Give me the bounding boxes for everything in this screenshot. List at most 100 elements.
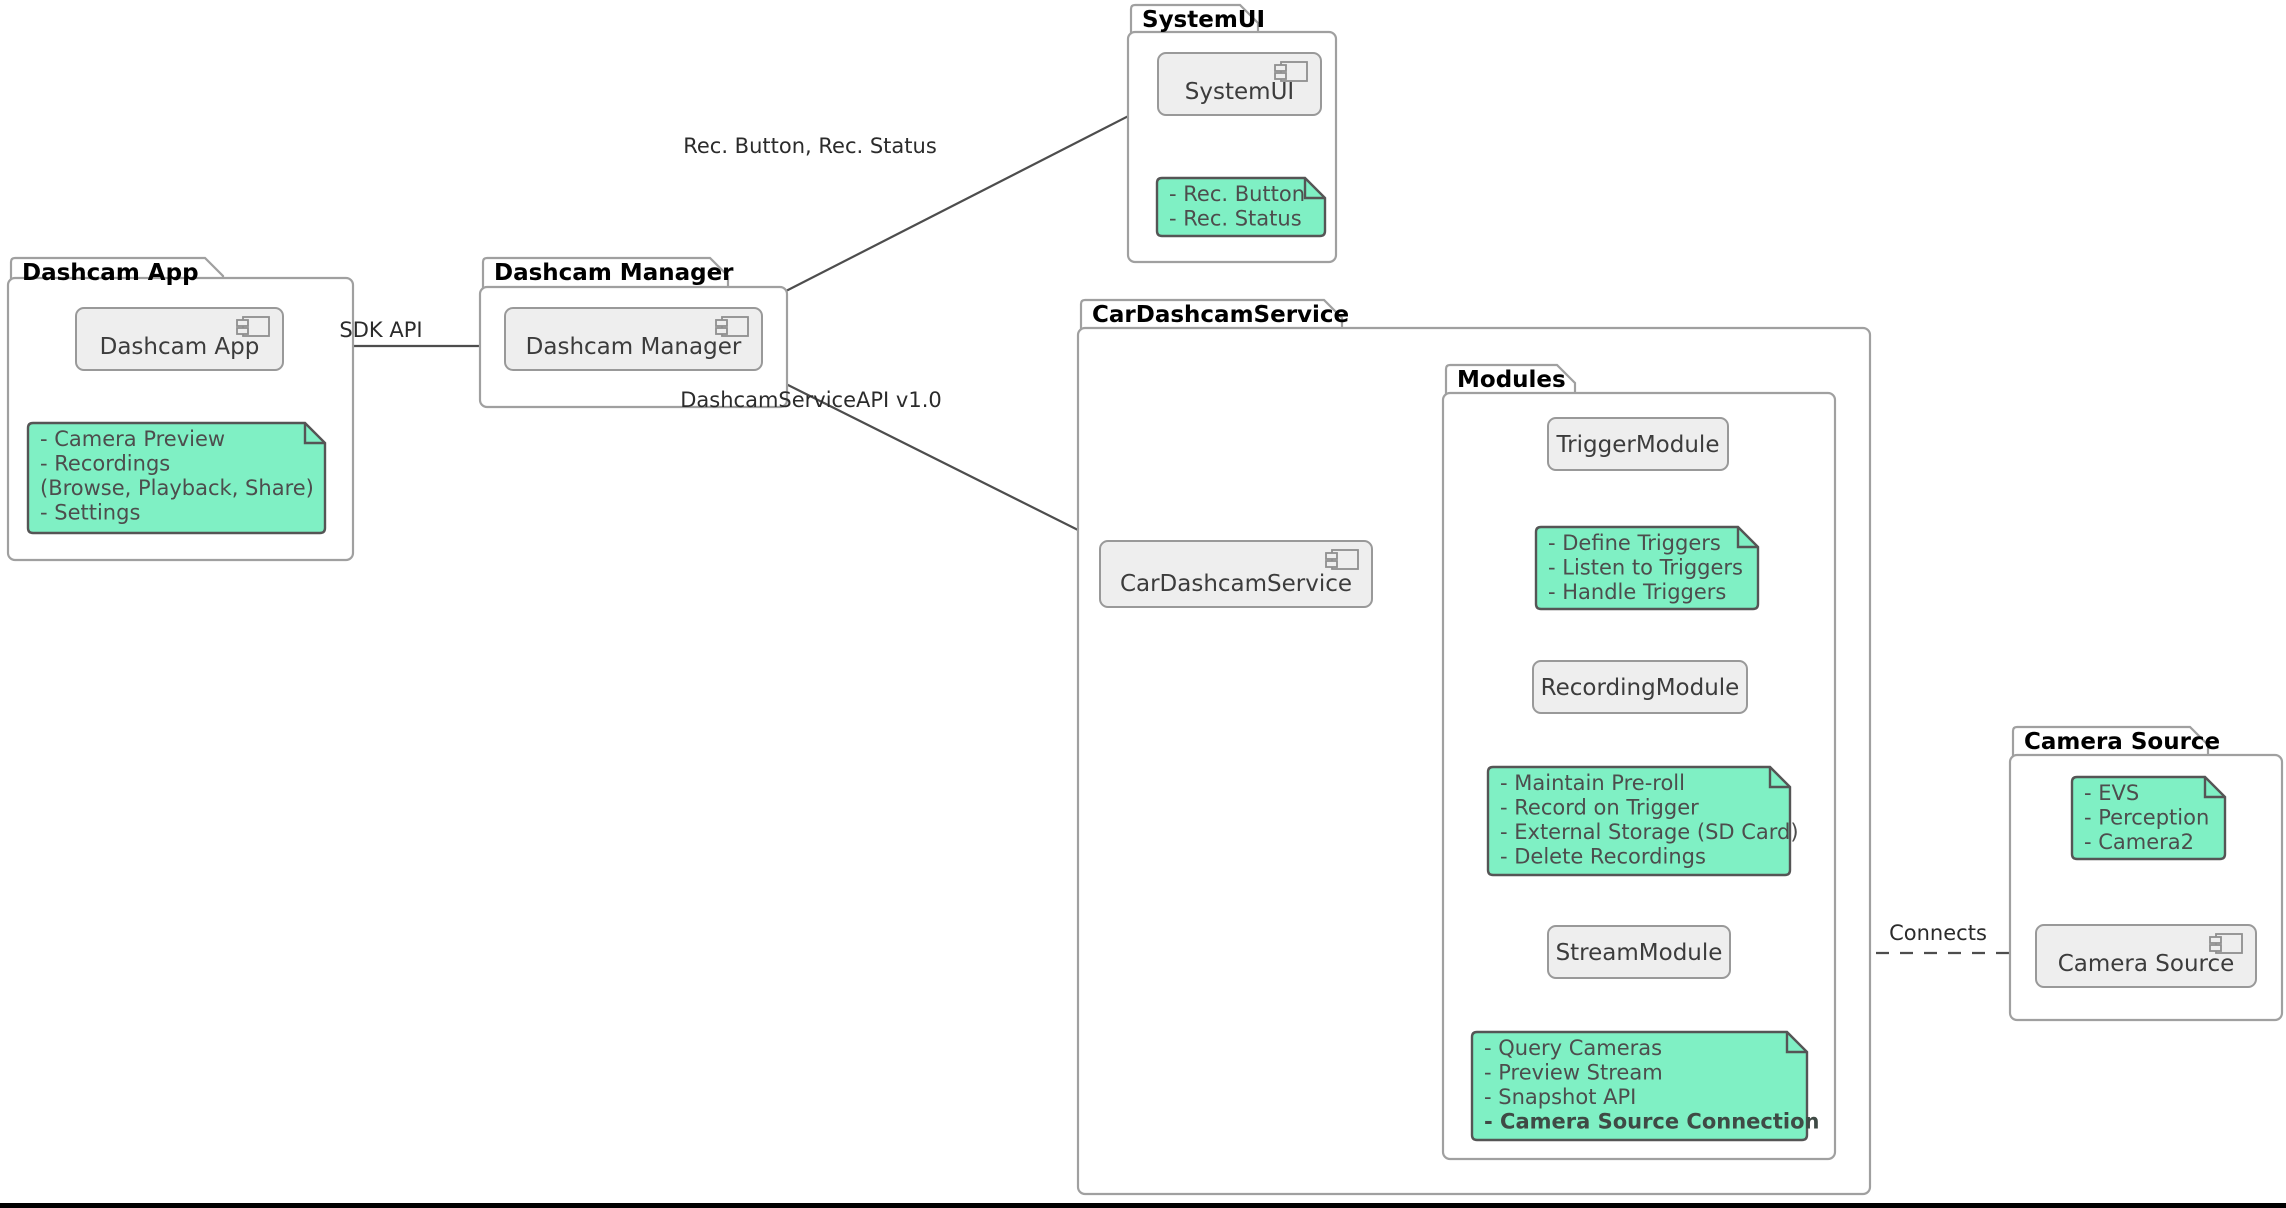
pkg-cardashcamservice-tab — [1079, 298, 1344, 330]
comp-dashcam-manager-box[interactable] — [504, 307, 763, 371]
note-dashcam-app-line-0: - Camera Preview — [40, 427, 225, 451]
pkg-cardashcamservice-body — [1076, 326, 1872, 1196]
note-triggermodule-line-1: - Listen to Triggers — [1548, 556, 1743, 580]
note-dashcam-app-line-3: - Settings — [40, 501, 140, 525]
note-recordingmodule: - Maintain Pre-roll- Record on Trigger- … — [1486, 765, 1799, 877]
comp-streammodule-box[interactable] — [1547, 925, 1731, 979]
comp-camera-source-label: Camera Source — [2058, 951, 2235, 977]
pkg-modules-body — [1441, 391, 1837, 1161]
pkg-systemui-title: SystemUI — [1142, 7, 1265, 33]
comp-streammodule-label: StreamModule — [1556, 940, 1723, 966]
pkg-systemui-body — [1126, 30, 1338, 264]
pkg-dashcam-app-tab — [9, 256, 225, 288]
conn-note-camera-source — [2134, 858, 2158, 927]
pkg-dashcam-manager: Dashcam Manager — [478, 256, 789, 409]
note-triggermodule-line-0: - Define Triggers — [1548, 531, 1721, 555]
comp-triggermodule-label: TriggerModule — [1556, 432, 1720, 458]
conn-note-recordingmodule — [1626, 712, 1656, 770]
comp-camera-source-component-icon — [2209, 933, 2243, 954]
comp-camera-source-component-icon-tab-bottom — [2209, 944, 2222, 952]
pkg-camera-source: Camera Source — [2008, 725, 2284, 1022]
edge-service-to-stream — [1246, 608, 1541, 961]
note-recordingmodule-line-0: - Maintain Pre-roll — [1500, 771, 1685, 795]
comp-dashcam-manager-component-icon-tab-bottom — [715, 327, 728, 335]
note-systemui-line-1: - Rec. Status — [1169, 207, 1302, 231]
edge-manager-to-systemui-label: Rec. Button, Rec. Status — [683, 134, 937, 158]
comp-camera-source[interactable]: Camera Source — [2035, 924, 2257, 988]
pkg-camera-source-title: Camera Source — [2024, 729, 2220, 755]
note-systemui-body — [1155, 176, 1327, 238]
comp-cardashcamservice[interactable]: CarDashcamService — [1099, 540, 1373, 608]
comp-dashcam-app-component-icon-tab-bottom — [236, 327, 249, 335]
comp-cardashcamservice-component-icon — [1325, 549, 1359, 570]
note-triggermodule-body — [1534, 525, 1760, 611]
conn-note-triggermodule — [1626, 469, 1654, 530]
comp-systemui-box[interactable] — [1157, 52, 1322, 116]
comp-dashcam-manager-component-icon-body — [721, 316, 749, 337]
edge-stream-to-camera-label: Connects — [1889, 921, 1987, 945]
pkg-dashcam-app-body — [6, 276, 355, 562]
note-camera-source-fold — [2203, 777, 2225, 799]
conn-note-streammodule — [1626, 977, 1655, 1035]
comp-dashcam-manager[interactable]: Dashcam Manager — [504, 307, 763, 371]
comp-systemui-component-icon — [1274, 61, 1308, 82]
note-triggermodule-line-2: - Handle Triggers — [1548, 580, 1726, 604]
note-recordingmodule-line-1: - Record on Trigger — [1500, 796, 1699, 820]
comp-dashcam-app[interactable]: Dashcam App — [75, 307, 284, 371]
edge-service-to-trigger — [1344, 453, 1541, 543]
note-camera-source-line-1: - Perception — [2084, 806, 2209, 830]
comp-systemui[interactable]: SystemUI — [1157, 52, 1322, 116]
comp-dashcam-app-component-icon-tab-top — [236, 319, 249, 327]
comp-triggermodule-box[interactable] — [1547, 417, 1729, 471]
pkg-cardashcamservice: CarDashcamService — [1076, 298, 1872, 1196]
note-triggermodule: - Define Triggers- Listen to Triggers- H… — [1534, 525, 1760, 611]
comp-cardashcamservice-label: CarDashcamService — [1120, 571, 1352, 597]
comp-recordingmodule-label: RecordingModule — [1541, 675, 1740, 701]
pkg-camera-source-body — [2008, 753, 2284, 1022]
comp-streammodule[interactable]: StreamModule — [1547, 925, 1731, 979]
note-streammodule: - Query Cameras- Preview Stream- Snapsho… — [1470, 1030, 1819, 1142]
comp-cardashcamservice-component-icon-body — [1331, 549, 1359, 570]
comp-systemui-label: SystemUI — [1185, 79, 1294, 105]
note-streammodule-line-1: - Preview Stream — [1484, 1061, 1663, 1085]
comp-dashcam-manager-label: Dashcam Manager — [526, 334, 742, 360]
comp-camera-source-box[interactable] — [2035, 924, 2257, 988]
comp-triggermodule[interactable]: TriggerModule — [1547, 417, 1729, 471]
comp-recordingmodule-box[interactable] — [1532, 660, 1748, 714]
note-streammodule-line-0: - Query Cameras — [1484, 1036, 1662, 1060]
comp-systemui-component-icon-tab-bottom — [1274, 72, 1287, 80]
comp-dashcam-app-label: Dashcam App — [100, 334, 260, 360]
note-camera-source-line-0: - EVS — [2084, 781, 2139, 805]
pkg-modules-title: Modules — [1457, 367, 1566, 393]
note-dashcam-app: - Camera Preview- Recordings (Browse, Pl… — [26, 421, 327, 535]
comp-dashcam-app-box[interactable] — [75, 307, 284, 371]
conn-note-systemui — [1226, 114, 1256, 181]
pkg-modules-tab — [1444, 363, 1577, 395]
pkg-dashcam-app-title: Dashcam App — [22, 260, 199, 286]
note-recordingmodule-line-2: - External Storage (SD Card) — [1500, 820, 1799, 844]
pkg-systemui: SystemUI — [1126, 3, 1338, 264]
note-systemui: - Rec. Button- Rec. Status — [1155, 176, 1327, 238]
note-camera-source-line-2: - Camera2 — [2084, 830, 2194, 854]
edge-service-to-recording — [1344, 605, 1527, 666]
note-streammodule-body — [1470, 1030, 1809, 1142]
comp-cardashcamservice-component-icon-tab-top — [1325, 552, 1338, 560]
comp-dashcam-app-component-icon — [236, 316, 270, 337]
comp-systemui-component-icon-tab-top — [1274, 64, 1287, 72]
pkg-dashcam-manager-body — [478, 285, 789, 409]
pkg-cardashcamservice-title: CarDashcamService — [1092, 302, 1349, 328]
edge-manager-to-service — [751, 366, 1109, 546]
comp-recordingmodule[interactable]: RecordingModule — [1532, 660, 1748, 714]
comp-camera-source-component-icon-tab-top — [2209, 936, 2222, 944]
pkg-dashcam-manager-tab — [481, 256, 730, 288]
comp-systemui-component-icon-body — [1280, 61, 1308, 82]
comp-cardashcamservice-box[interactable] — [1099, 540, 1373, 608]
pkg-camera-source-tab — [2011, 725, 2210, 757]
note-dashcam-app-line-1: - Recordings — [40, 452, 170, 476]
note-camera-source-body — [2070, 775, 2227, 861]
pkg-systemui-tab — [1129, 3, 1260, 35]
comp-dashcam-app-component-icon-body — [242, 316, 270, 337]
